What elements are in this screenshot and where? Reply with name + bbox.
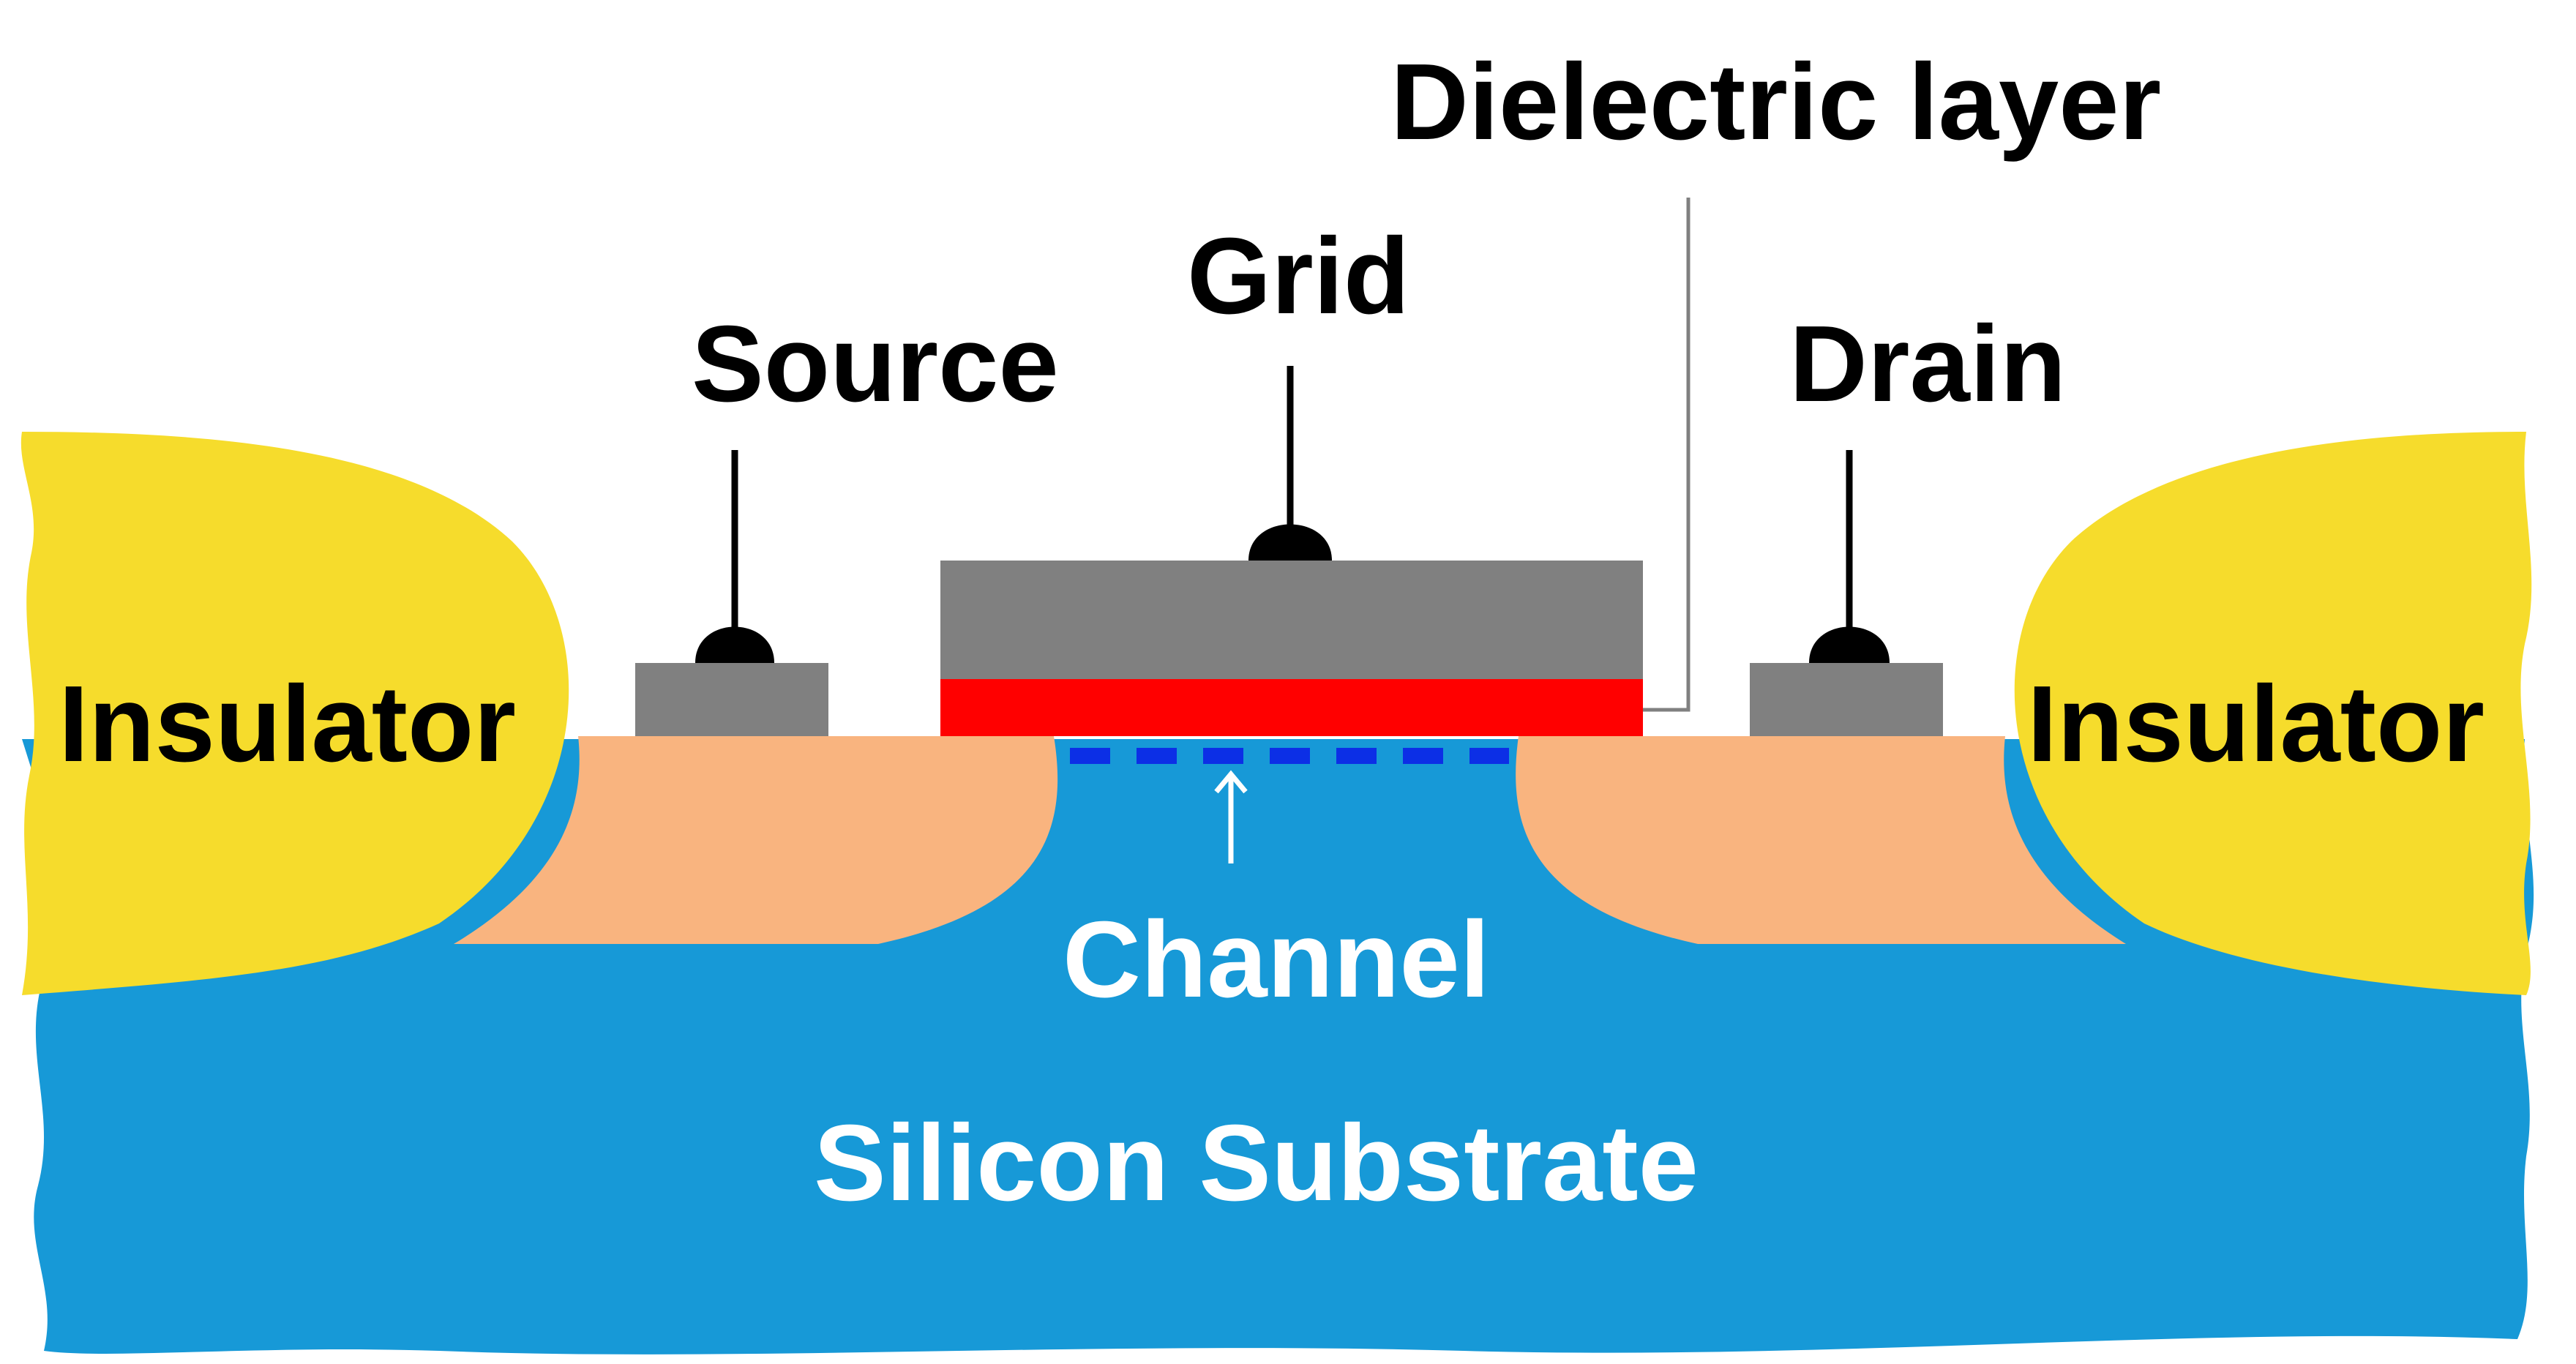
drain-contact bbox=[1750, 663, 1943, 736]
grid-lead-bump bbox=[1248, 524, 1332, 561]
insulator-right-label: Insulator bbox=[2027, 664, 2485, 784]
drain-label: Drain bbox=[1789, 304, 2066, 424]
drain-lead-bump bbox=[1809, 626, 1890, 663]
silicon-substrate-label: Silicon Substrate bbox=[814, 1103, 1699, 1224]
doped-region-right bbox=[1516, 736, 2126, 944]
source-contact bbox=[635, 663, 828, 736]
channel-label: Channel bbox=[1063, 899, 1490, 1020]
insulator-left bbox=[20, 432, 569, 995]
dielectric-layer bbox=[940, 679, 1643, 736]
doped-region-left bbox=[454, 736, 1058, 944]
channel-arrow-head bbox=[1214, 770, 1248, 794]
source-lead-bump bbox=[695, 626, 774, 663]
insulator-right bbox=[2014, 432, 2532, 995]
dielectric-leader-line bbox=[1643, 198, 1690, 712]
source-label: Source bbox=[692, 304, 1059, 424]
grid-label: Grid bbox=[1187, 216, 1409, 337]
grid-contact bbox=[940, 561, 1643, 679]
insulator-left-label: Insulator bbox=[59, 664, 516, 784]
dielectric-layer-label: Dielectric layer bbox=[1390, 42, 2161, 162]
